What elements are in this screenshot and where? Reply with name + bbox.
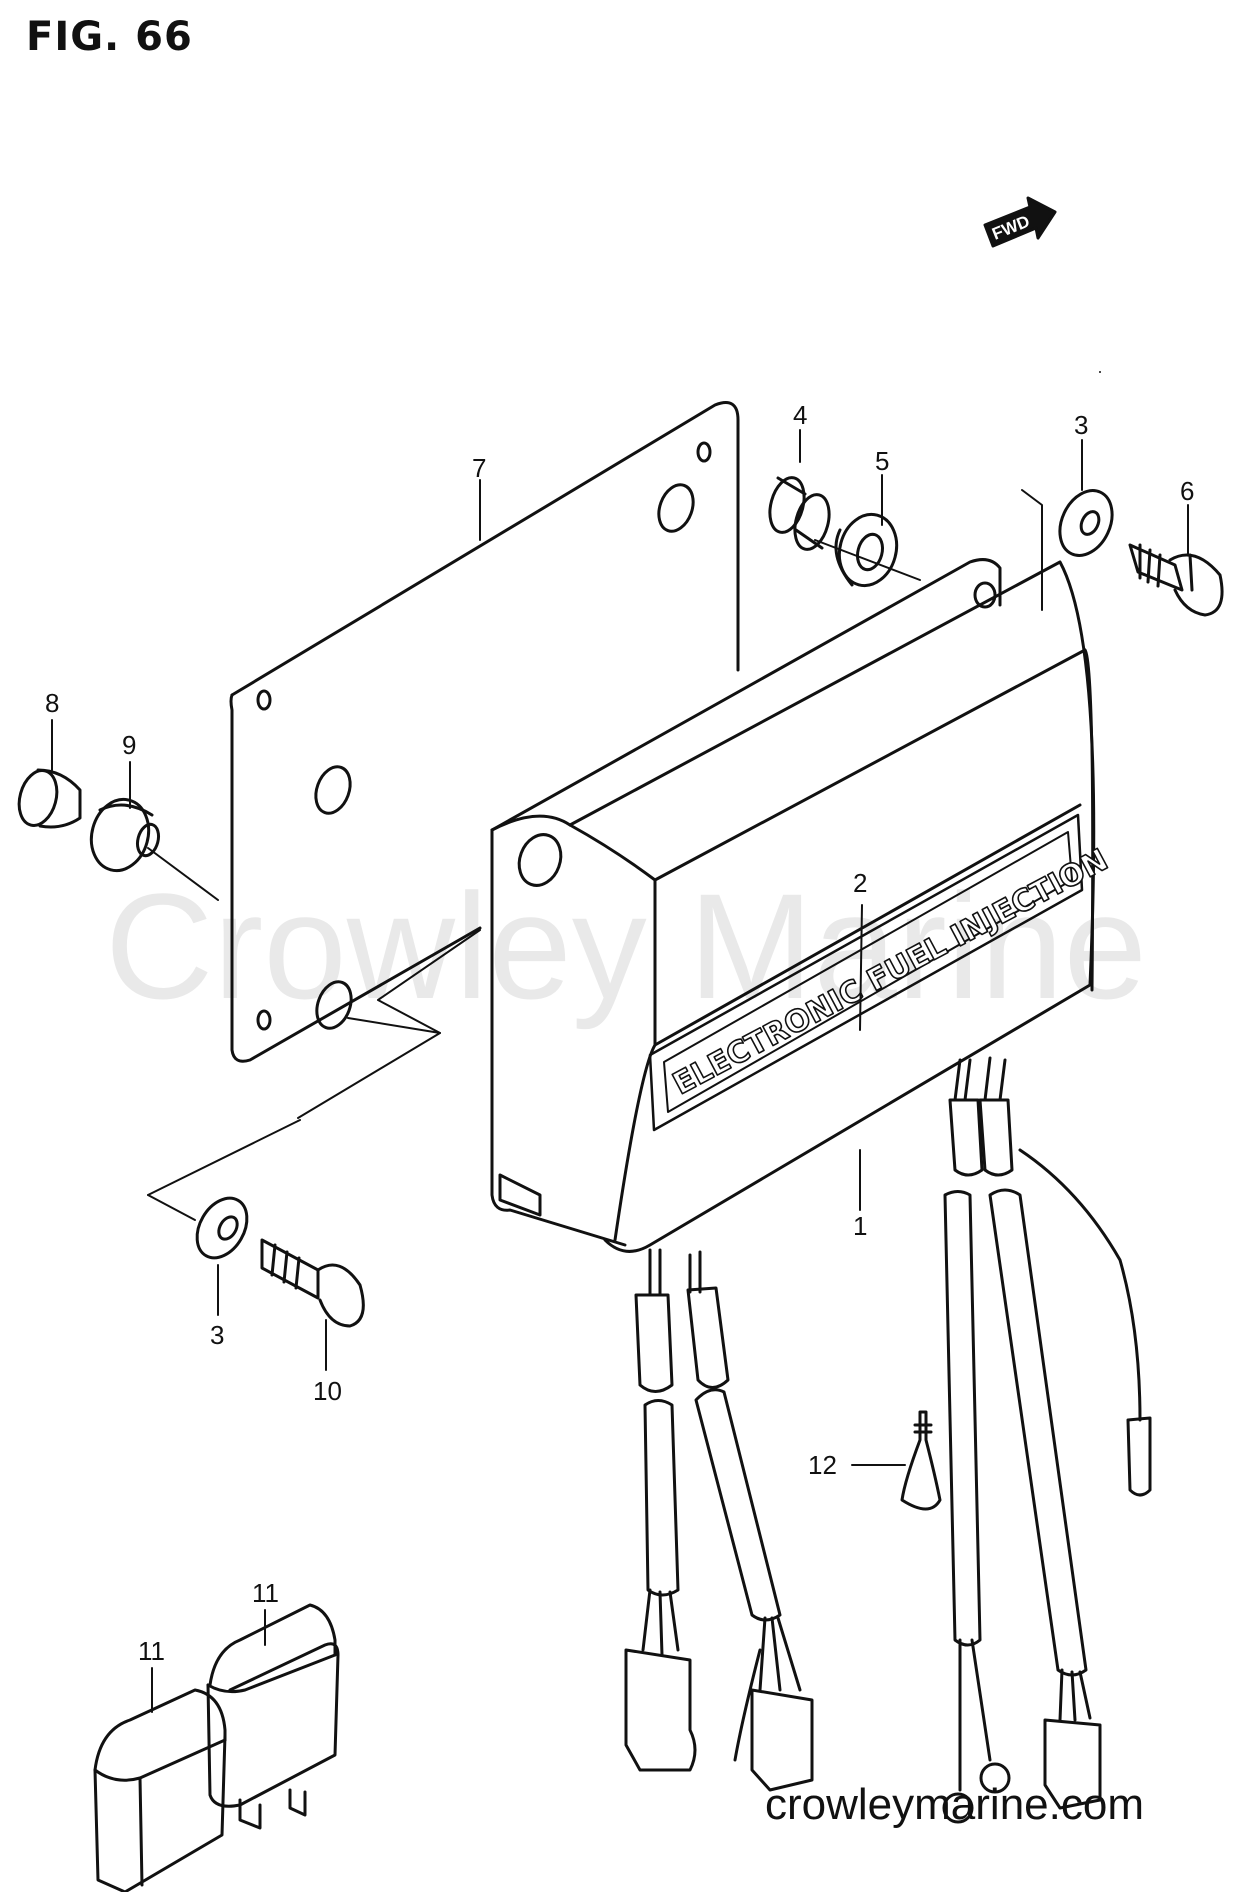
callout-11-rear: 11: [252, 1578, 279, 1608]
relay-front: [93, 1688, 227, 1892]
wiring-harness-left: [624, 1248, 814, 1792]
callout-7: 7: [472, 453, 487, 483]
callout-3-bottom: 3: [210, 1320, 225, 1350]
relay-rear: [206, 1603, 340, 1830]
figure-title: FIG. 66: [26, 14, 193, 60]
washer-bottom: [195, 1196, 249, 1260]
ecu-module: ELECTRONIC FUEL INJECTION: [490, 558, 1115, 1253]
callout-10: 10: [313, 1376, 342, 1406]
injection-label-panel: ELECTRONIC FUEL INJECTION: [648, 813, 1115, 1132]
collar: [768, 476, 831, 551]
callout-5: 5: [875, 446, 890, 476]
wiring-harness-right: [942, 1056, 1152, 1824]
washer-top: [1058, 489, 1114, 557]
grommet: [834, 512, 899, 588]
callout-12: 12: [808, 1450, 837, 1480]
grommet-left: [89, 797, 161, 873]
callout-9: 9: [122, 730, 137, 760]
pin: [900, 1410, 942, 1511]
fwd-arrow-icon: FWD: [983, 196, 1057, 248]
callout-11-front: 11: [138, 1636, 165, 1666]
callout-3-top: 3: [1074, 410, 1089, 440]
callout-4: 4: [793, 400, 808, 430]
collar-left: [17, 768, 82, 829]
mounting-plate: [229, 401, 740, 1063]
bolt-top: [1128, 543, 1224, 617]
bolt-bottom: [260, 1238, 365, 1328]
assembly-lines: [147, 371, 1101, 1221]
watermark-text: Crowley Marine: [105, 862, 1147, 1030]
module-label: ELECTRONIC FUEL INJECTION: [667, 843, 1113, 1103]
callout-2: 2: [853, 868, 868, 898]
callout-1: 1: [853, 1211, 868, 1241]
callout-8: 8: [45, 688, 60, 718]
leader-lines: [51, 429, 1189, 1713]
callout-6: 6: [1180, 476, 1195, 506]
website-link[interactable]: crowleymarine.com: [765, 1780, 1144, 1829]
